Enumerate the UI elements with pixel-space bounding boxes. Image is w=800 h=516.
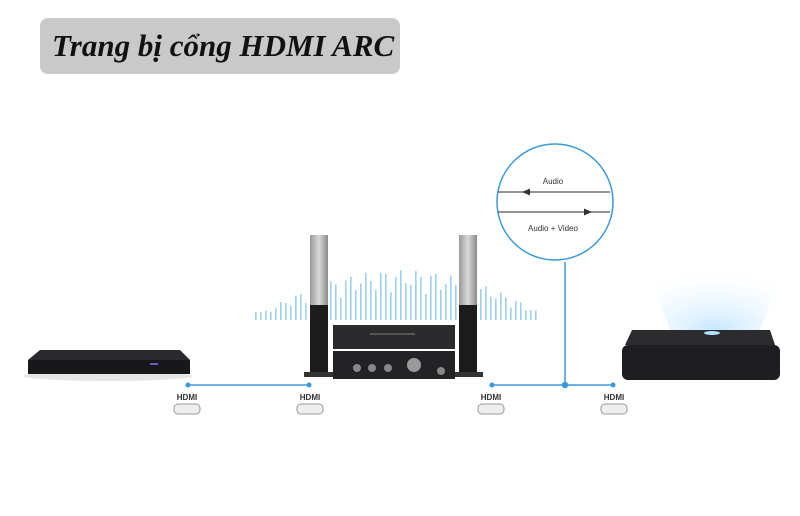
equalizer-bar bbox=[360, 283, 362, 320]
blu-ray-player bbox=[23, 350, 193, 381]
equalizer-bar bbox=[385, 273, 387, 320]
equalizer-bar bbox=[290, 305, 292, 320]
equalizer-bar bbox=[335, 284, 337, 320]
equalizer-bar bbox=[500, 292, 502, 320]
equalizer-bar bbox=[425, 294, 427, 320]
equalizer-bar bbox=[255, 312, 257, 320]
hdmi-port-icon bbox=[600, 403, 628, 415]
equalizer-bar bbox=[525, 310, 527, 320]
equalizer-bar bbox=[455, 284, 457, 320]
hdmi-port-icons bbox=[173, 403, 628, 415]
equalizer-bar bbox=[280, 302, 282, 320]
arrow-left-icon bbox=[522, 188, 530, 196]
equalizer-bar bbox=[480, 289, 482, 320]
equalizer-bar bbox=[515, 300, 517, 320]
hdmi-port-label: HDMI bbox=[603, 393, 625, 402]
equalizer-bar bbox=[370, 280, 372, 320]
equalizer-bar bbox=[520, 302, 522, 320]
equalizer-bar bbox=[505, 297, 507, 320]
av-receiver bbox=[333, 325, 455, 379]
equalizer-bar bbox=[445, 283, 447, 320]
arrow-right-icon bbox=[584, 208, 592, 216]
equalizer-bar bbox=[390, 292, 392, 320]
equalizer-bar bbox=[375, 289, 377, 320]
equalizer-bar bbox=[530, 310, 532, 320]
arc-signal-callout: Audio Audio + Video bbox=[496, 143, 614, 261]
return-signal-label: Audio bbox=[543, 177, 564, 186]
equalizer-bar bbox=[295, 295, 297, 320]
equalizer-bar bbox=[380, 272, 382, 320]
hdmi-port-icon bbox=[173, 403, 201, 415]
equalizer-bar bbox=[300, 293, 302, 320]
equalizer-bar bbox=[495, 298, 497, 320]
equalizer-bar bbox=[420, 276, 422, 320]
equalizer-bar bbox=[365, 272, 367, 320]
equalizer-bar bbox=[400, 270, 402, 320]
equalizer-bar bbox=[430, 275, 432, 320]
equalizer-bar bbox=[345, 280, 347, 320]
equalizer-bars bbox=[255, 270, 537, 320]
equalizer-bar bbox=[405, 283, 407, 320]
title-banner: Trang bị cổng HDMI ARC bbox=[40, 18, 400, 74]
equalizer-bar bbox=[440, 289, 442, 320]
hdmi-port-icon bbox=[477, 403, 505, 415]
projector bbox=[622, 250, 790, 380]
equalizer-bar bbox=[305, 302, 307, 320]
hdmi-port-label: HDMI bbox=[480, 393, 502, 402]
equalizer-bar bbox=[450, 275, 452, 320]
equalizer-bar bbox=[395, 277, 397, 320]
equalizer-bar bbox=[510, 307, 512, 320]
title-text: Trang bị cổng HDMI ARC bbox=[52, 28, 395, 63]
equalizer-bar bbox=[260, 312, 262, 320]
left-speaker bbox=[304, 235, 334, 377]
right-speaker bbox=[453, 235, 483, 377]
equalizer-bar bbox=[535, 310, 537, 320]
equalizer-bar bbox=[275, 308, 277, 320]
hdmi-port-label: HDMI bbox=[176, 393, 198, 402]
equalizer-bar bbox=[330, 281, 332, 320]
equalizer-bar bbox=[265, 310, 267, 320]
equalizer-bar bbox=[270, 311, 272, 320]
equalizer-bar bbox=[285, 303, 287, 320]
equalizer-bar bbox=[350, 276, 352, 320]
hdmi-port-icon bbox=[296, 403, 324, 415]
forward-signal-label: Audio + Video bbox=[528, 224, 578, 233]
equalizer-bar bbox=[410, 284, 412, 320]
equalizer-bar bbox=[340, 297, 342, 320]
equalizer-bar bbox=[490, 296, 492, 320]
hdmi-port-label: HDMI bbox=[299, 393, 321, 402]
equalizer-bar bbox=[485, 286, 487, 320]
hdmi-connections bbox=[185, 262, 616, 389]
equalizer-bar bbox=[435, 274, 437, 320]
equalizer-bar bbox=[355, 290, 357, 320]
equalizer-bar bbox=[415, 271, 417, 320]
